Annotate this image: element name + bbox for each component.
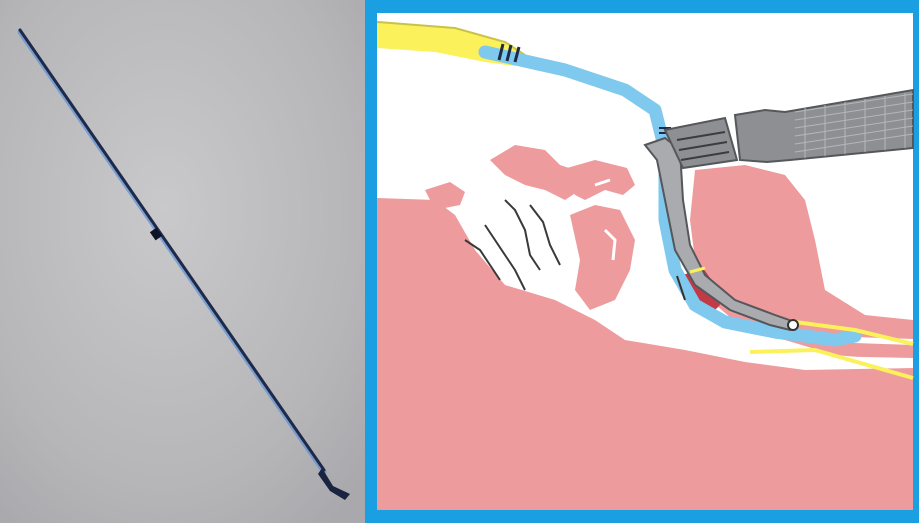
bougie-photo-panel bbox=[0, 0, 365, 523]
intubation-illustration bbox=[365, 0, 919, 523]
blade-tip-light bbox=[788, 320, 798, 330]
bougie-photo bbox=[0, 0, 365, 523]
intubation-illustration-panel bbox=[365, 0, 919, 523]
